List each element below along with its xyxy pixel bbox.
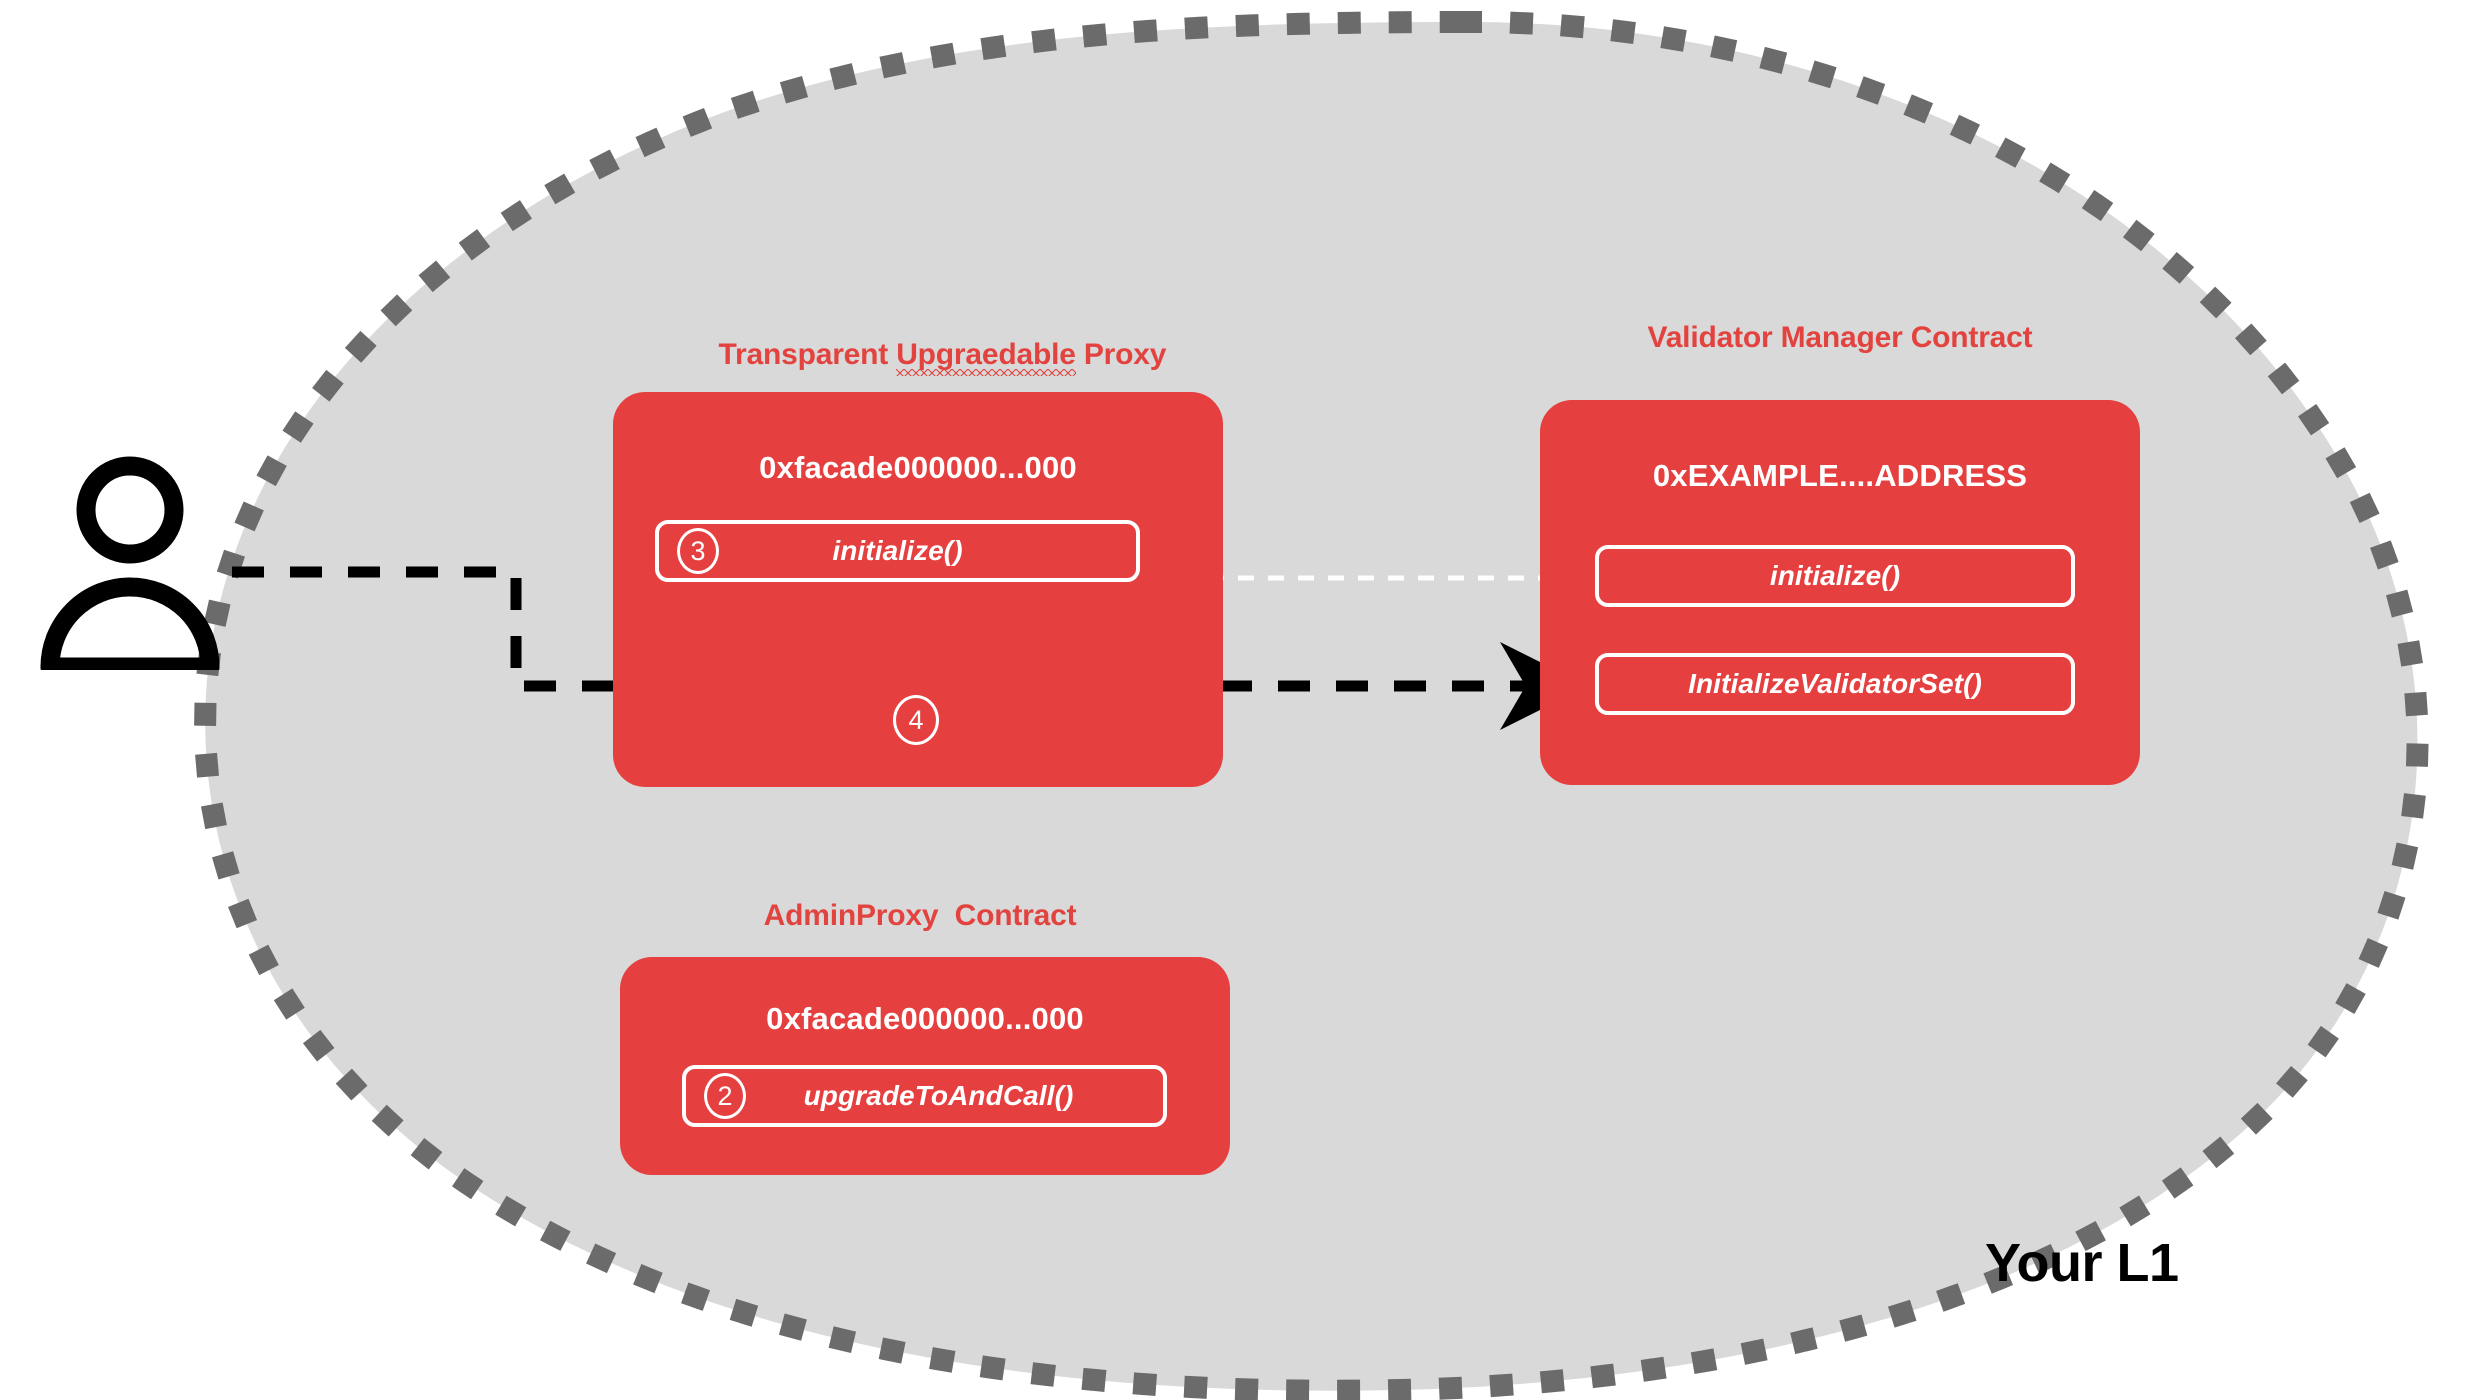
function-label-proxy-initialize: initialize() [832, 535, 963, 566]
contract-title-proxy-misspelled: Upgraedable [896, 337, 1076, 376]
function-box-vm-initialize[interactable]: initialize() [1595, 545, 2075, 607]
contract-address-proxy: 0xfacade000000...000 [759, 450, 1077, 485]
contract-box-proxy[interactable]: 0xfacade000000...000 3 initialize() 4 [613, 392, 1223, 787]
contract-address-validator-manager: 0xEXAMPLE....ADDRESS [1652, 458, 2028, 493]
function-box-vm-initializevalidatorset[interactable]: InitializeValidatorSet() [1595, 653, 2075, 715]
contract-box-admin-proxy[interactable]: 0xfacade000000...000 2 upgradeToAndCall(… [620, 957, 1230, 1175]
contract-title-proxy-line1-part1: Transparent [718, 337, 897, 371]
function-label-vm-initializevalidatorset: InitializeValidatorSet() [1688, 668, 1982, 699]
contract-address-admin-proxy: 0xfacade000000...000 [766, 1001, 1084, 1036]
function-label-admin-upgradetoandcall: upgradeToAndCall() [803, 1080, 1074, 1111]
l1-region-label: Your L1 [1985, 1233, 2179, 1293]
step-badge-3: 3 [677, 528, 719, 574]
contract-title-validator-manager: Validator Manager Contract [1647, 321, 2033, 354]
user-person-icon [40, 456, 220, 670]
edge-user-to-vm-initializevalidatorset [232, 566, 1588, 730]
contract-group-validator-manager: Validator Manager Contract [1540, 320, 2140, 357]
contract-box-validator-manager[interactable]: 0xEXAMPLE....ADDRESS initialize() Initia… [1540, 400, 2140, 785]
step-badge-4: 4 [893, 695, 939, 745]
function-label-vm-initialize: initialize() [1769, 560, 1901, 591]
step-badge-2: 2 [704, 1073, 746, 1119]
contract-group-admin-proxy: AdminProxy Contract [620, 898, 1220, 935]
contract-title-proxy-line1-part2: Proxy [1075, 337, 1167, 371]
function-box-admin-upgradetoandcall[interactable]: 2 upgradeToAndCall() [682, 1065, 1167, 1127]
function-box-proxy-initialize[interactable]: 3 initialize() [655, 520, 1140, 582]
contract-title-admin-proxy: AdminProxy Contract [763, 899, 1077, 932]
